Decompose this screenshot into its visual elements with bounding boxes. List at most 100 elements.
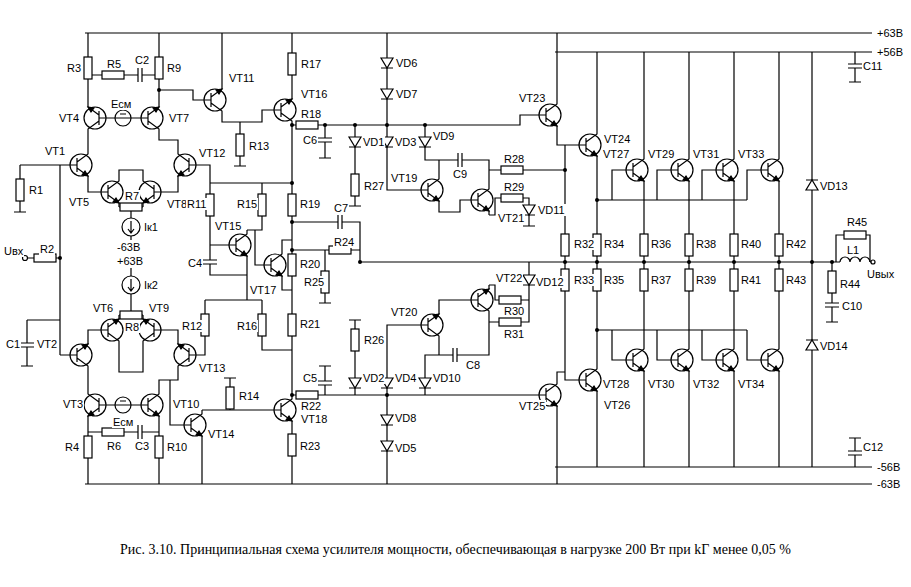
transistor-symbol bbox=[84, 103, 110, 133]
transistor-symbol bbox=[180, 410, 206, 440]
component-label: R17 bbox=[300, 58, 322, 70]
transistor-symbol bbox=[97, 315, 123, 345]
component-label: VT20 bbox=[390, 306, 418, 318]
capacitor-symbol bbox=[848, 60, 862, 72]
resistor-symbol bbox=[236, 134, 244, 156]
diode-symbol bbox=[381, 440, 393, 452]
resistor-symbol bbox=[288, 53, 296, 75]
component-label: R25 bbox=[303, 276, 325, 288]
transistor-symbol bbox=[174, 340, 200, 370]
component-label: R38 bbox=[695, 238, 717, 250]
component-label: R18 bbox=[300, 108, 322, 120]
capacitor-symbol bbox=[20, 339, 34, 351]
transistors bbox=[66, 85, 783, 440]
component-label: R34 bbox=[603, 238, 625, 250]
transistor-symbol bbox=[575, 365, 601, 395]
resistor-symbol bbox=[296, 391, 318, 399]
current-source-symbol bbox=[122, 276, 140, 294]
wires bbox=[14, 33, 872, 484]
component-label: Eсм bbox=[110, 98, 132, 110]
resistor-symbol bbox=[501, 194, 523, 202]
component-label: R9 bbox=[166, 62, 182, 74]
transistor-symbol bbox=[467, 185, 493, 215]
component-label: VD9 bbox=[432, 130, 455, 142]
component-label: VT19 bbox=[390, 172, 418, 184]
transistor-symbol bbox=[417, 175, 443, 205]
component-label: R3 bbox=[66, 62, 82, 74]
diode-symbol bbox=[523, 274, 535, 286]
component-label: -63В bbox=[876, 478, 901, 490]
component-label: R33 bbox=[573, 274, 595, 286]
resistor-symbol bbox=[499, 296, 521, 304]
component-label: R23 bbox=[299, 440, 321, 452]
transistor-symbol bbox=[757, 345, 783, 375]
resistor-symbol bbox=[34, 254, 56, 262]
component-label: C8 bbox=[465, 359, 481, 371]
transistor-symbol bbox=[225, 230, 251, 260]
component-label: R19 bbox=[299, 198, 321, 210]
component-label: R41 bbox=[740, 274, 762, 286]
component-label: C7 bbox=[333, 202, 349, 214]
resistor-symbol bbox=[102, 428, 124, 436]
component-label: C5 bbox=[302, 372, 318, 384]
component-label: VD3 bbox=[394, 136, 417, 148]
component-label: C9 bbox=[452, 168, 468, 180]
transistor-symbol bbox=[270, 95, 296, 125]
component-label: R4 bbox=[64, 441, 80, 453]
component-label: VD4 bbox=[394, 372, 417, 384]
diodes bbox=[349, 57, 818, 452]
transistor-symbol bbox=[174, 150, 200, 180]
resistor-symbol bbox=[288, 254, 296, 276]
component-label: R8 bbox=[124, 321, 140, 333]
transistor-symbol bbox=[137, 103, 163, 133]
resistor-symbol bbox=[155, 57, 163, 79]
resistor-symbol bbox=[828, 271, 836, 293]
component-label: R1 bbox=[28, 184, 44, 196]
component-label: VD14 bbox=[819, 340, 849, 352]
capacitor-symbol bbox=[203, 256, 217, 268]
component-label: R16 bbox=[236, 320, 258, 332]
diode-symbol bbox=[381, 88, 393, 100]
component-label: R2 bbox=[39, 243, 55, 255]
transistor-symbol bbox=[270, 395, 296, 425]
capacitor-symbol bbox=[318, 377, 332, 389]
component-label: VD6 bbox=[395, 57, 418, 69]
resistor-symbol bbox=[499, 318, 521, 326]
component-label: VT32 bbox=[692, 378, 720, 390]
component-label: R30 bbox=[503, 305, 525, 317]
component-label: R45 bbox=[846, 216, 868, 228]
component-label: VT2 bbox=[36, 338, 58, 350]
resistor-symbol bbox=[120, 203, 142, 211]
resistor-symbol bbox=[288, 194, 296, 216]
component-label: C2 bbox=[134, 54, 150, 66]
junction-dots bbox=[58, 73, 834, 397]
resistor-symbol bbox=[120, 311, 142, 319]
component-label: VT15 bbox=[214, 220, 242, 232]
transistor-symbol bbox=[200, 85, 226, 115]
resistor-symbol bbox=[16, 179, 24, 201]
component-label: R29 bbox=[503, 181, 525, 193]
component-label: VT22 bbox=[495, 272, 523, 284]
resistor-symbol bbox=[561, 234, 569, 256]
component-label: C1 bbox=[5, 338, 21, 350]
resistor-symbol bbox=[775, 234, 783, 256]
capacitor-symbol bbox=[134, 68, 146, 82]
transistor-symbol bbox=[137, 390, 163, 420]
component-label: C10 bbox=[841, 300, 863, 312]
component-label: +63В bbox=[876, 27, 904, 39]
component-label: R15 bbox=[236, 198, 258, 210]
capacitor-symbol bbox=[825, 299, 839, 311]
transistor-symbol bbox=[66, 150, 92, 180]
component-label: VT34 bbox=[737, 378, 765, 390]
transistor-symbol bbox=[667, 345, 693, 375]
component-label: VT33 bbox=[737, 148, 765, 160]
component-label: +56В bbox=[876, 46, 904, 58]
component-label: VT31 bbox=[692, 148, 720, 160]
bias-source-symbol bbox=[115, 110, 131, 126]
component-label: VT28 bbox=[602, 378, 630, 390]
transistor-symbol bbox=[97, 177, 123, 207]
component-label: VT7 bbox=[168, 112, 190, 124]
component-label: VT26 bbox=[603, 399, 631, 411]
component-label: VD5 bbox=[394, 442, 417, 454]
